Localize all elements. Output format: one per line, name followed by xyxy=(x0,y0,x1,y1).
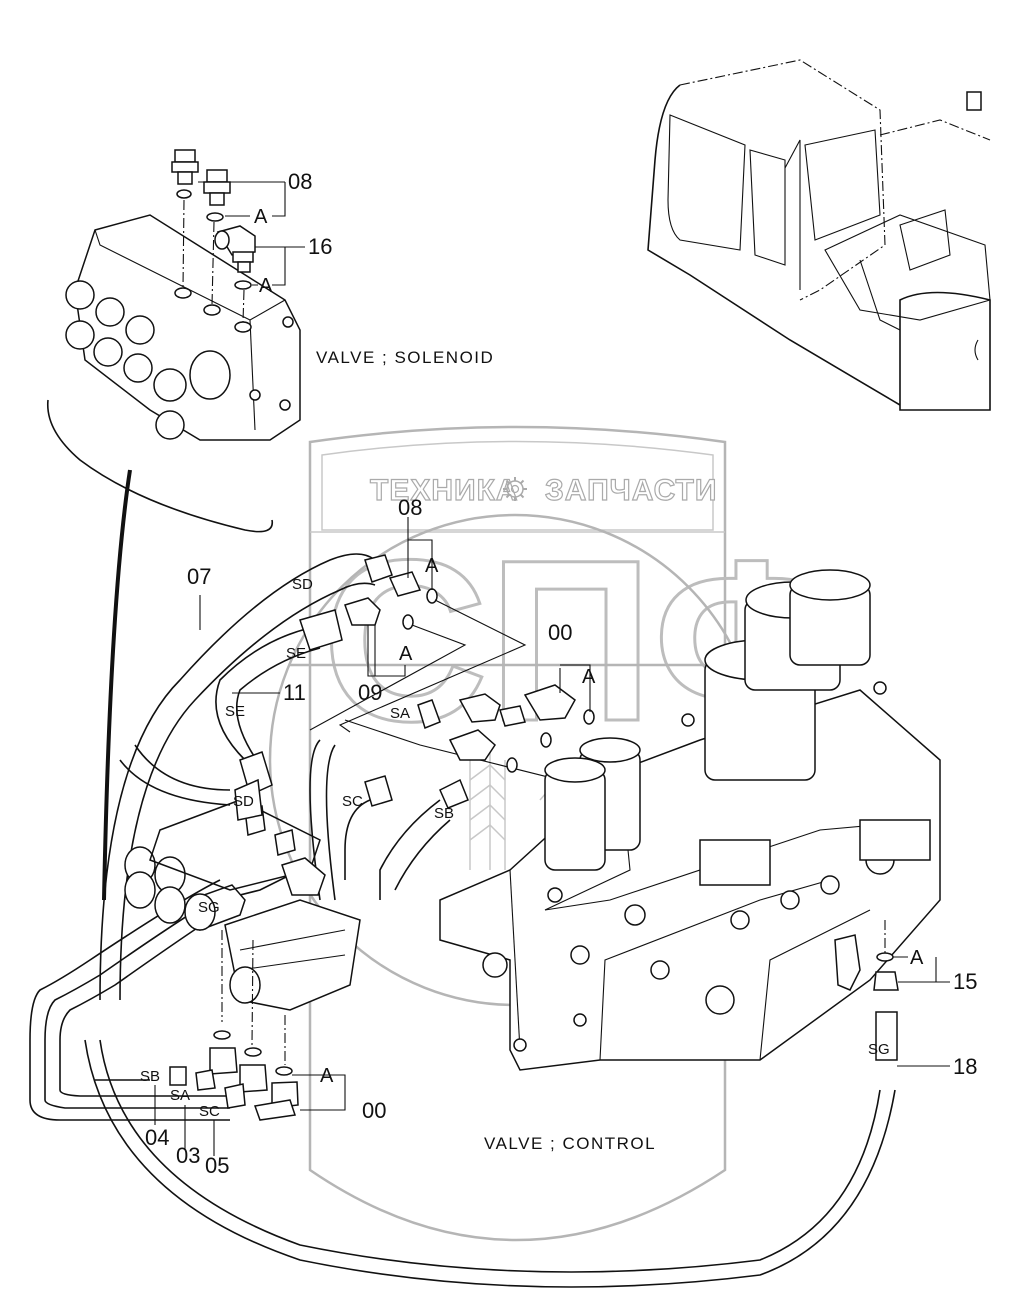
hose-nut-sc xyxy=(364,775,393,807)
fitting-15 xyxy=(873,971,899,991)
callout-15: 15 xyxy=(953,969,977,994)
o-ring xyxy=(426,588,438,604)
callout-a: A xyxy=(582,666,596,688)
tag-sc: SC xyxy=(342,793,363,810)
hose-nut-sb xyxy=(439,778,469,809)
o-ring xyxy=(402,614,414,630)
tag-se: SE xyxy=(286,645,306,662)
tag-sa: SA xyxy=(390,705,410,722)
fitting-08-top xyxy=(171,149,199,199)
o-ring xyxy=(206,212,224,222)
o-ring xyxy=(234,280,252,290)
gear-icon xyxy=(503,477,527,501)
o-ring xyxy=(876,952,894,962)
fitting-sa-group xyxy=(417,684,595,773)
tag-sb: SB xyxy=(434,805,454,822)
fitting-16-elbow xyxy=(214,225,256,273)
pipes-left xyxy=(29,778,896,1288)
tag-sd: SD xyxy=(233,793,254,810)
callout-16: 16 xyxy=(308,234,332,259)
tag-sa: SA xyxy=(170,1087,190,1104)
hose-end-sg-right xyxy=(875,1011,898,1061)
callout-a: A xyxy=(910,947,924,969)
tag-sb: SB xyxy=(140,1068,160,1085)
callout-a: A xyxy=(425,555,439,577)
callout-a: A xyxy=(259,275,273,297)
leader-lines xyxy=(309,599,601,791)
fitting-08 xyxy=(203,169,231,206)
callout-a: A xyxy=(320,1065,334,1087)
tag-sd: SD xyxy=(292,576,313,593)
callout-05: 05 xyxy=(205,1153,229,1178)
excavator-inset xyxy=(647,59,991,411)
fittings-bottom xyxy=(169,1030,299,1121)
caption-solenoid-valve: VALVE ; SOLENOID xyxy=(316,348,494,367)
callout-18: 18 xyxy=(953,1054,977,1079)
control-valve xyxy=(439,569,941,1071)
fitting-09-elbow xyxy=(344,597,381,626)
callout-a: A xyxy=(399,643,413,665)
watermark-text-left: ТЕХНИКА xyxy=(370,474,519,507)
callout-03: 03 xyxy=(176,1143,200,1168)
tag-sc: SC xyxy=(199,1103,220,1120)
inset-leader xyxy=(102,469,132,901)
tag-se: SE xyxy=(225,703,245,720)
hose-tags: SD SE SE SA SC SB SD SG SG SB SA SC xyxy=(140,576,890,1120)
tag-sg: SG xyxy=(198,899,220,916)
tag-sg: SG xyxy=(868,1041,890,1058)
fitting-08-adapter xyxy=(388,571,422,597)
callout-00-bottom: 00 xyxy=(362,1098,386,1123)
callout-08-solenoid: 08 xyxy=(288,169,312,194)
callout-08-mid: 08 xyxy=(398,495,422,520)
hose-nut xyxy=(364,554,393,583)
caption-control-valve: VALVE ; CONTROL xyxy=(484,1134,656,1153)
callout-07: 07 xyxy=(187,564,211,589)
callout-11: 11 xyxy=(283,680,306,705)
callout-00-mid: 00 xyxy=(548,620,572,645)
watermark-text-right: ЗАПЧАСТИ xyxy=(545,474,717,507)
solenoid-valve-inset: 08 A 16 A VALVE ; SOLENOID xyxy=(47,149,494,533)
callout-04: 04 xyxy=(145,1125,169,1150)
callout-a: A xyxy=(254,206,268,228)
